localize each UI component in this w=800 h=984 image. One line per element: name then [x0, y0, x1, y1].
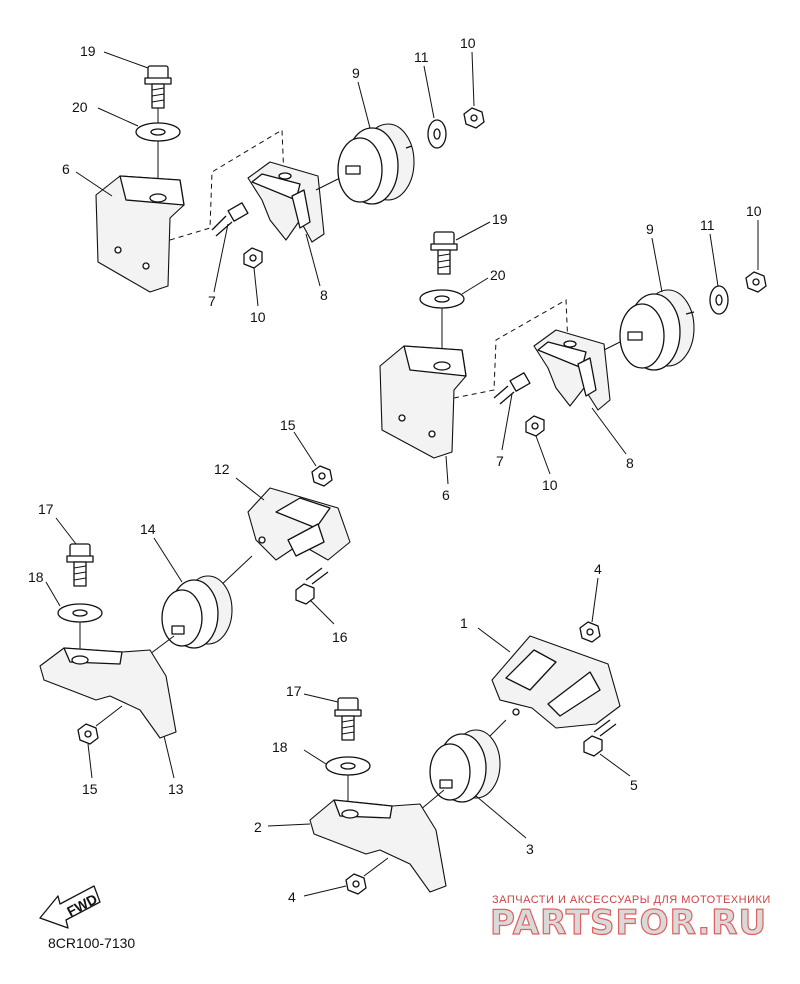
mount-assembly-lower-right	[309, 621, 621, 895]
nut-10	[463, 107, 485, 129]
callout-label: 20	[490, 267, 506, 283]
bracket-13	[39, 647, 177, 739]
callout-label: 10	[542, 477, 558, 493]
callout-label: 8	[626, 455, 634, 471]
bracket-6	[379, 345, 467, 459]
callout-label: 11	[700, 217, 715, 233]
nut-4	[345, 873, 367, 895]
callout-label: 18	[272, 739, 288, 755]
callout-label: 7	[208, 293, 216, 309]
callout-label: 9	[352, 65, 360, 81]
diagram-code: 8CR100-7130	[48, 935, 135, 951]
nut-10	[525, 415, 545, 437]
fwd-arrow-icon: FWD	[39, 885, 101, 929]
callout-labels: 19 20 6 7 10 8 9 11 10 19 20 9 11 10 7 1…	[28, 35, 762, 905]
bolt-16	[295, 567, 329, 605]
nut-4	[579, 621, 601, 643]
rubber-damper-9	[337, 123, 415, 205]
bolt-7	[211, 202, 249, 237]
bolt-19	[144, 65, 172, 109]
callout-label: 19	[80, 43, 96, 59]
nut-15	[311, 465, 333, 487]
callout-label: 17	[38, 501, 54, 517]
callout-label: 10	[460, 35, 476, 51]
callout-label: 13	[168, 781, 184, 797]
bolt-5	[583, 719, 617, 757]
callout-label: 15	[82, 781, 98, 797]
mount-assembly-right	[379, 231, 767, 459]
washer-20	[135, 122, 181, 142]
callout-label: 7	[496, 453, 504, 469]
callout-label: 18	[28, 569, 44, 585]
watermark-line1: ЗАПЧАСТИ И АКСЕССУАРЫ ДЛЯ МОТОТЕХНИКИ	[492, 894, 771, 906]
callout-label: 16	[332, 629, 348, 645]
bracket-8	[533, 329, 611, 411]
callout-label: 15	[280, 417, 296, 433]
rubber-damper-9	[619, 289, 695, 371]
bracket-2	[309, 799, 447, 893]
callout-leaders	[45, 51, 759, 897]
callout-label: 10	[746, 203, 762, 219]
callout-label: 1	[460, 615, 468, 631]
washer-20	[419, 289, 465, 309]
washer-11	[427, 119, 447, 149]
callout-label: 14	[140, 521, 156, 537]
callout-label: 20	[72, 99, 88, 115]
bolt-19	[430, 231, 458, 275]
bolt-7	[493, 372, 531, 405]
callout-label: 17	[286, 683, 302, 699]
callout-label: 12	[214, 461, 230, 477]
bracket-1	[491, 635, 621, 729]
callout-label: 4	[594, 561, 602, 577]
washer-18	[325, 756, 371, 776]
watermark-line2: PARTSFOR.RU	[490, 903, 767, 943]
bolt-17	[66, 543, 94, 587]
nut-10	[243, 247, 263, 269]
callout-label: 8	[320, 287, 328, 303]
rubber-damper-14	[161, 575, 233, 649]
washer-11	[709, 285, 729, 315]
nut-10	[745, 271, 767, 293]
mount-assembly-upper-left	[95, 65, 485, 293]
watermark: ЗАПЧАСТИ И АКСЕССУАРЫ ДЛЯ МОТОТЕХНИКИ PA…	[489, 894, 771, 944]
callout-label: 9	[646, 221, 654, 237]
callout-label: 11	[414, 49, 429, 65]
mount-assembly-lower-left	[39, 465, 351, 745]
callout-label: 4	[288, 889, 296, 905]
callout-label: 19	[492, 211, 508, 227]
callout-label: 6	[442, 487, 450, 503]
bolt-17	[334, 697, 362, 741]
bracket-8	[247, 161, 325, 243]
bracket-12	[247, 487, 351, 561]
callout-label: 3	[526, 841, 534, 857]
callout-label: 2	[254, 819, 262, 835]
callout-label: 10	[250, 309, 266, 325]
rubber-damper-3	[429, 729, 501, 803]
callout-label: 6	[62, 161, 70, 177]
callout-label: 5	[630, 777, 638, 793]
washer-18	[57, 603, 103, 623]
nut-15	[77, 723, 99, 745]
bracket-6	[95, 175, 185, 293]
